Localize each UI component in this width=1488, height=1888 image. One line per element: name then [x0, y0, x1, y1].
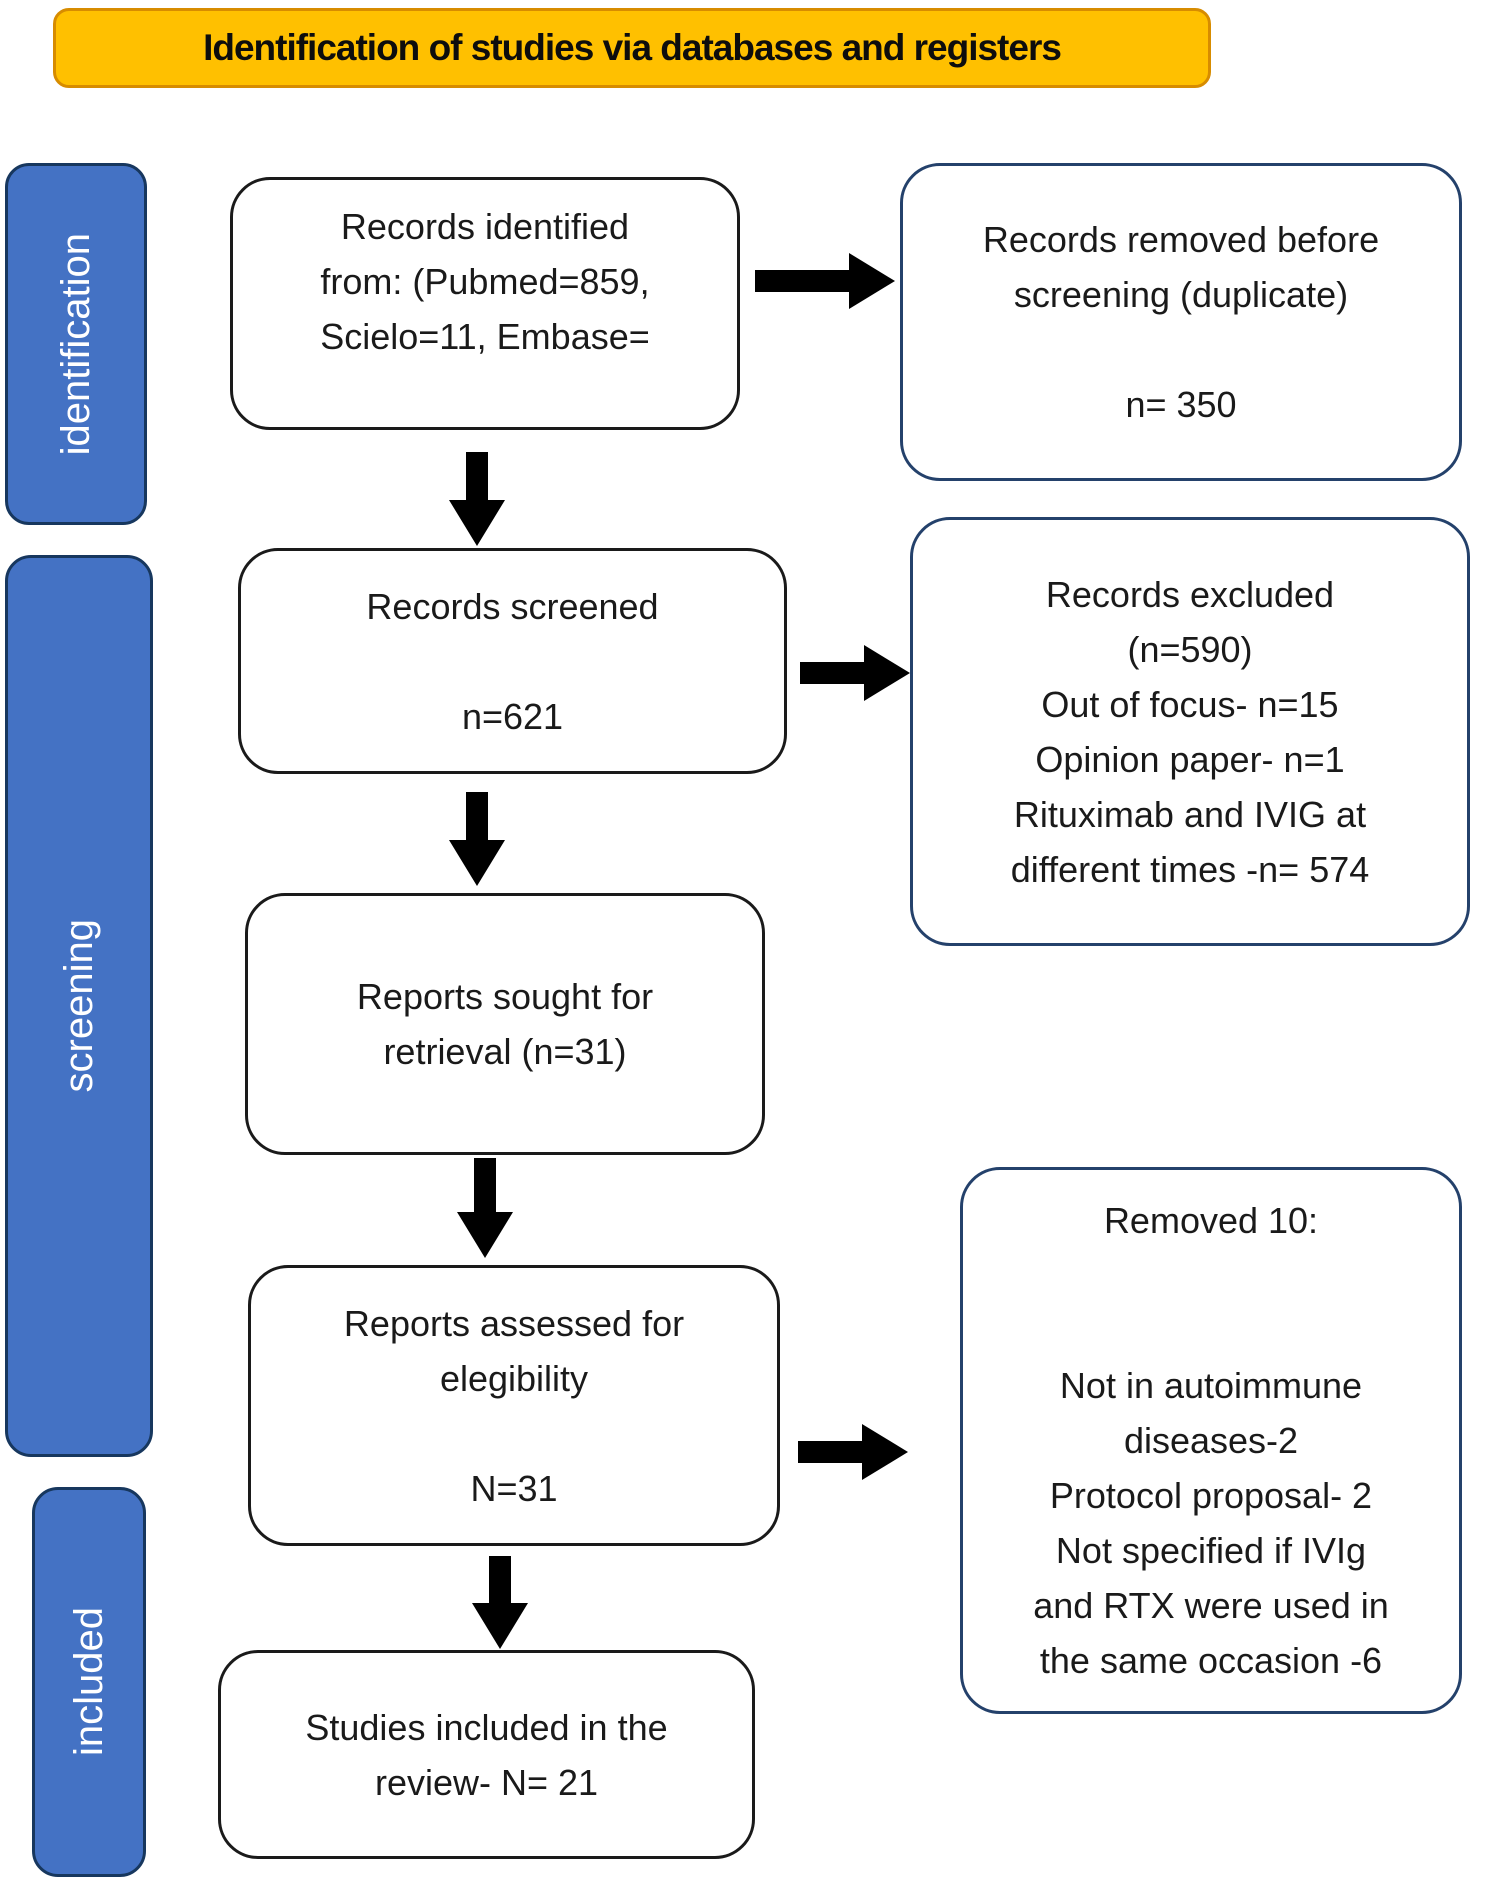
box-text-line: n=621	[461, 695, 564, 737]
right-arrow-icon-assessed-to-removed10	[798, 1424, 908, 1480]
box-text-line: Studies included in the	[305, 1706, 668, 1748]
arrow-shaft	[489, 1556, 511, 1603]
box-text-line	[1206, 1248, 1216, 1303]
box-reports-sought-for-retrieval: Reports sought for retrieval (n=31)	[245, 893, 765, 1155]
box-text-line: Records screened	[366, 585, 659, 627]
stage-bar-identification: identification	[5, 163, 147, 525]
box-text-line: Records identified	[340, 205, 630, 247]
down-arrow-icon-identified-to-screened	[449, 452, 505, 546]
box-text-line: Protocol proposal- 2	[1049, 1475, 1373, 1516]
box-text-line: review- N= 21	[374, 1761, 599, 1803]
box-records-removed-before-screening: Records removed before screening (duplica…	[900, 163, 1462, 481]
arrow-head-icon	[457, 1212, 513, 1258]
arrow-shaft	[474, 1158, 496, 1212]
box-text-line: Rituximab and IVIG at	[1013, 793, 1367, 835]
box-text-line: elegibility	[439, 1357, 589, 1399]
arrow-shaft	[466, 452, 488, 500]
box-text-line: Not in autoimmune	[1059, 1365, 1363, 1406]
right-arrow-icon-identified-to-removed	[755, 253, 895, 309]
box-text-line: screening (duplicate)	[1013, 274, 1349, 315]
box-text-line: N=31	[470, 1467, 558, 1509]
arrow-shaft	[466, 792, 488, 840]
box-text-line: Reports assessed for	[343, 1302, 685, 1344]
box-text-line: Reports sought for	[356, 976, 654, 1017]
box-records-screened: Records screened n=621	[238, 548, 787, 774]
box-text-line: n= 350	[1125, 384, 1237, 425]
box-text-line	[507, 634, 517, 689]
stage-bar-screening: screening	[5, 555, 153, 1457]
stage-label-identification: identification	[53, 232, 98, 456]
arrow-head-icon	[849, 253, 895, 309]
box-records-identified: Records identified from: (Pubmed=859, Scie…	[230, 177, 740, 430]
box-text-line: Opinion paper- n=1	[1035, 738, 1345, 780]
box-records-excluded: Records excluded (n=590) Out of focus- n=1…	[910, 517, 1470, 946]
box-text-line: Not specified if IVIg	[1055, 1530, 1367, 1571]
arrow-head-icon	[472, 1603, 528, 1649]
arrow-shaft	[800, 662, 864, 684]
down-arrow-icon-screened-to-sought	[449, 792, 505, 886]
box-text-line	[509, 1406, 519, 1461]
down-arrow-icon-sought-to-assessed	[457, 1158, 513, 1258]
arrow-head-icon	[864, 645, 910, 701]
box-text-line: diseases-2	[1123, 1420, 1299, 1461]
box-text-line	[1176, 322, 1186, 377]
box-text-line: Scielo=11, Embase=	[320, 315, 650, 357]
title-banner: Identification of studies via databases …	[53, 8, 1211, 88]
box-text-line: different times -n= 574	[1010, 848, 1370, 890]
arrow-head-icon	[862, 1424, 908, 1480]
arrow-shaft	[755, 270, 849, 292]
box-reports-assessed-for-eligibility: Reports assessed for elegibility N=31	[248, 1265, 780, 1546]
arrow-head-icon	[449, 500, 505, 546]
box-text-line: (n=590)	[1127, 628, 1253, 670]
diagram-title: Identification of studies via databases …	[203, 27, 1062, 68]
stage-label-included: included	[66, 1607, 111, 1757]
arrow-shaft	[798, 1441, 862, 1463]
arrow-head-icon	[449, 840, 505, 886]
box-text-line: the same occasion -6	[1039, 1640, 1383, 1681]
box-text-line: Records removed before	[982, 219, 1380, 260]
box-text-line: Records excluded	[1045, 573, 1335, 615]
box-text-line: and RTX were used in	[1033, 1585, 1389, 1626]
right-arrow-icon-screened-to-excluded	[800, 645, 910, 701]
box-text-line: from: (Pubmed=859,	[320, 260, 650, 302]
stage-bar-included: included	[32, 1487, 146, 1877]
box-text-line	[1206, 1303, 1216, 1358]
box-studies-included-in-review: Studies included in the review- N= 21	[218, 1650, 755, 1859]
box-text-line: Removed 10:	[1103, 1200, 1319, 1241]
box-text-line: Out of focus- n=15	[1041, 683, 1339, 725]
down-arrow-icon-assessed-to-included	[472, 1556, 528, 1649]
box-text-line: retrieval (n=31)	[383, 1031, 627, 1072]
stage-label-screening: screening	[56, 919, 101, 1093]
